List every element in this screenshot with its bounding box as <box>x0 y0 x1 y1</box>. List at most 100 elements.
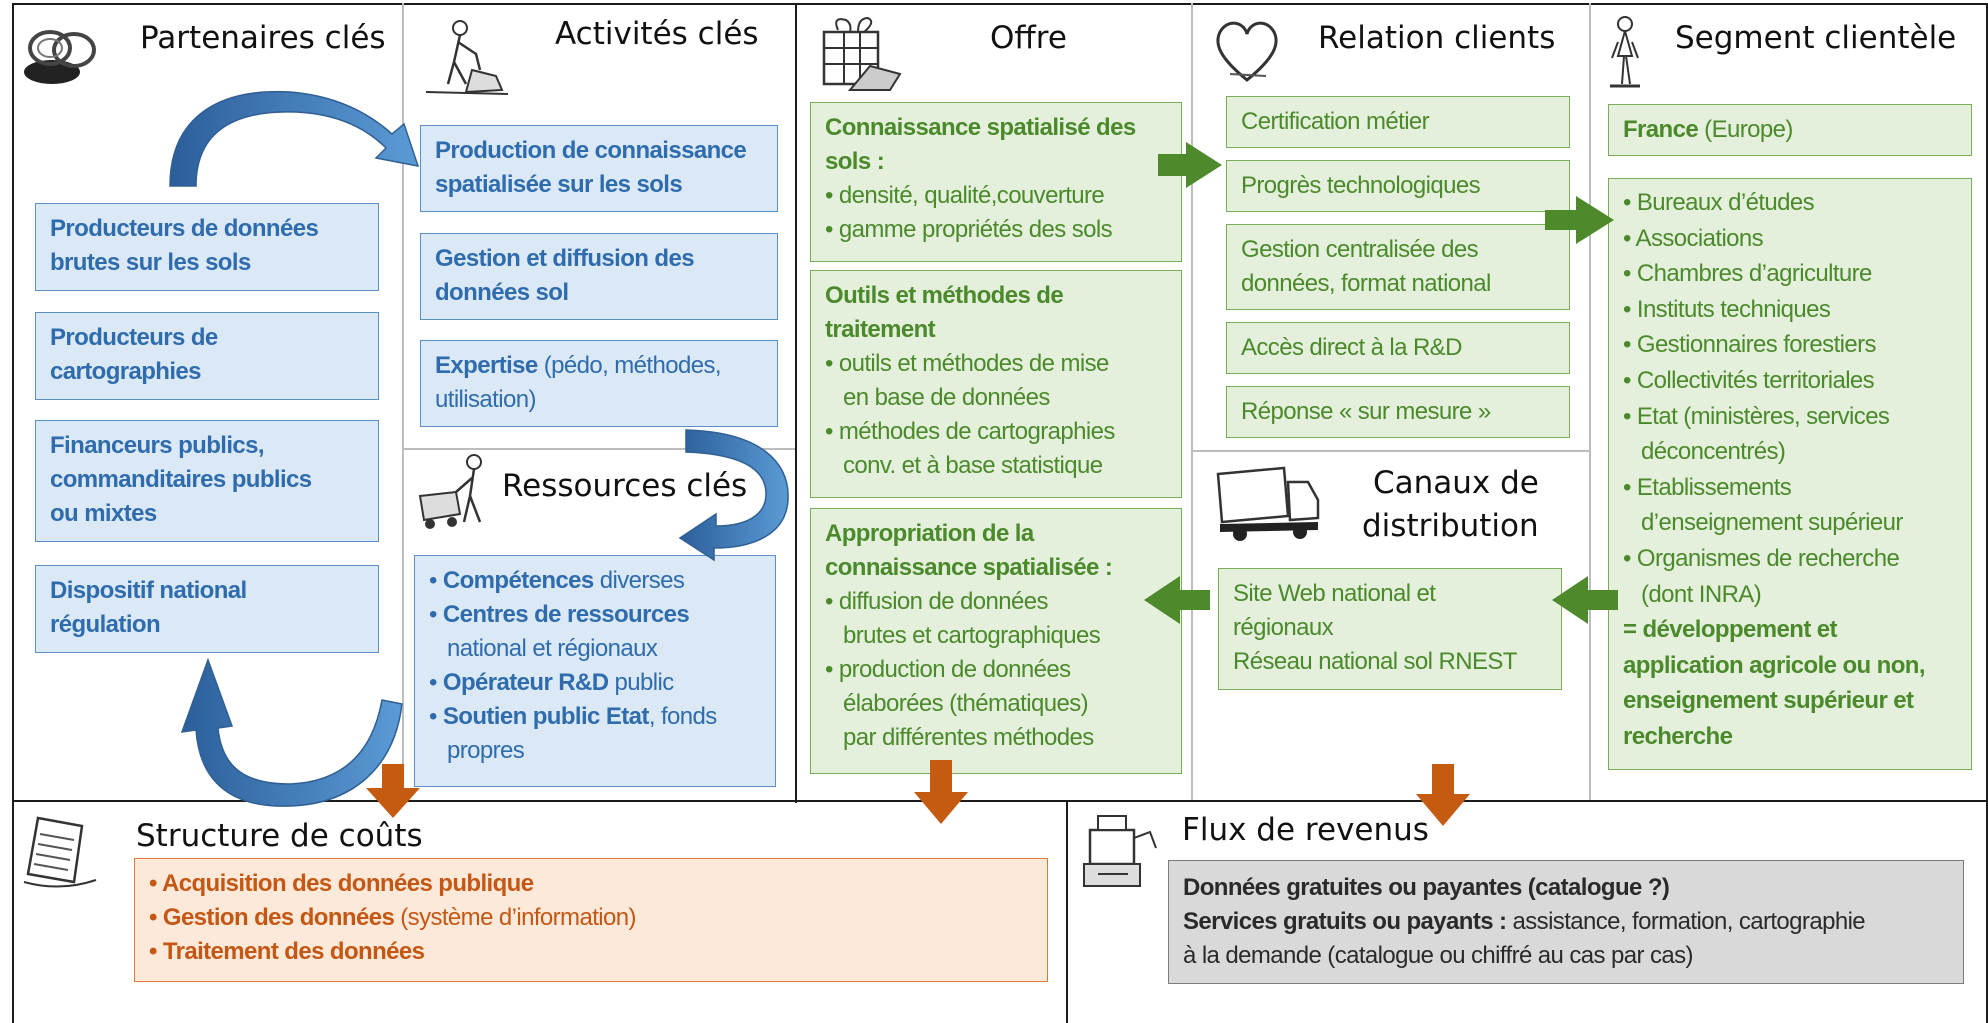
offer-box-outils: Outils et méthodes de traitement • outil… <box>810 270 1182 498</box>
partner-label: cartographies <box>50 358 202 385</box>
relation-label: données, format national <box>1241 270 1491 297</box>
green-arrow-relation-to-segment <box>1545 196 1614 244</box>
segment-item: • Chambres d’agriculture <box>1623 260 1872 288</box>
section-title-activites: Activités clés <box>555 16 759 52</box>
activity-label: Expertise <box>435 352 538 379</box>
partner-label: brutes sur les sols <box>50 249 251 276</box>
offer-box-connaissance: Connaissance spatialisé des sols : • den… <box>810 102 1182 262</box>
segment-item: • Etat (ministères, services <box>1623 402 1890 430</box>
segment-conclusion: = développement et <box>1623 616 1838 644</box>
relation-box-progres: Progrès technologiques <box>1226 160 1570 212</box>
relation-box-certification: Certification métier <box>1226 96 1570 148</box>
divider-costs-revenue <box>12 800 1988 802</box>
offer-bullet: • méthodes de cartographies <box>825 418 1115 445</box>
revenue-box: Données gratuites ou payantes (catalogue… <box>1168 860 1964 984</box>
channel-label: régionaux <box>1233 614 1334 641</box>
segment-item: • Collectivités territoriales <box>1623 366 1875 394</box>
section-title-segment: Segment clientèle <box>1675 20 1957 56</box>
offer-bullet: brutes et cartographiques <box>843 622 1101 649</box>
cash-register-icon <box>1083 815 1157 887</box>
segment-conclusion: recherche <box>1623 722 1733 750</box>
resources-box: • Compétences diverses • Centres de ress… <box>414 555 776 787</box>
green-arrow-canaux-to-offre <box>1144 576 1210 624</box>
segment-item: • Gestionnaires forestiers <box>1623 331 1877 359</box>
divider-segment <box>1589 3 1591 800</box>
partner-label: Financeurs publics, <box>50 432 265 459</box>
activity-label: utilisation) <box>435 386 536 413</box>
orange-arrow-resources-to-costs <box>366 764 420 818</box>
segment-box-clients: • Bureaux d’études • Associations • Cham… <box>1608 178 1972 770</box>
document-icon <box>23 816 97 888</box>
partner-box-producteurs-cartographies: Producteurs de cartographies <box>35 312 379 400</box>
offer-bullet: conv. et à base statistique <box>843 452 1103 479</box>
section-title-offre: Offre <box>990 20 1067 56</box>
segment-item: • Etablissements <box>1623 473 1792 501</box>
offer-title: Appropriation de la <box>825 520 1034 547</box>
activity-label: (pédo, méthodes, <box>537 352 722 379</box>
relation-box-acces: Accès direct à la R&D <box>1226 322 1570 374</box>
relation-label: Progrès technologiques <box>1241 172 1481 199</box>
offer-title: Connaissance spatialisé des <box>825 114 1136 141</box>
segment-box-france: France (Europe) <box>1608 104 1972 156</box>
worker-with-cart-icon <box>418 454 482 529</box>
offer-title: connaissance spatialisée : <box>825 554 1113 581</box>
truck-icon <box>1216 466 1320 541</box>
cost-item: • Traitement des données <box>149 938 425 965</box>
cost-item: • Acquisition des données publique <box>149 870 534 897</box>
resource-label: Soutien public Etat <box>442 703 650 730</box>
segment-item: • Associations <box>1623 224 1764 252</box>
divider-relation-canaux <box>1193 450 1589 452</box>
offer-bullet: en base de données <box>843 384 1050 411</box>
segment-item: • Instituts techniques <box>1623 295 1831 323</box>
segment-conclusion: enseignement supérieur et <box>1623 687 1914 715</box>
offer-bullet: • diffusion de données <box>825 588 1049 615</box>
chain-link-icon <box>24 30 96 84</box>
curved-arrow-partners-to-activities <box>169 90 420 187</box>
partner-label: Dispositif national <box>50 577 247 604</box>
relation-label: Certification métier <box>1241 108 1430 135</box>
offer-bullet: par différentes méthodes <box>843 724 1094 751</box>
segment-label: France <box>1623 116 1699 143</box>
divider-bottom-middle <box>1066 800 1068 1023</box>
activity-label: Gestion et diffusion des <box>435 245 695 272</box>
frame-left <box>12 3 14 1023</box>
partner-label: Producteurs de données <box>50 215 319 242</box>
resource-label: national et régionaux <box>447 635 658 662</box>
activity-box-gestion: Gestion et diffusion des données sol <box>420 233 778 320</box>
offer-title: sols : <box>825 148 885 175</box>
activity-label: données sol <box>435 279 569 306</box>
channel-label: Site Web national et <box>1233 580 1436 607</box>
cost-item: • Gestion des données <box>149 904 395 931</box>
activity-box-production: Production de connaissance spatialisée s… <box>420 125 778 212</box>
activity-box-expertise: Expertise (pédo, méthodes, utilisation) <box>420 340 778 427</box>
partner-label: ou mixtes <box>50 500 157 527</box>
resource-label: Centres de ressources <box>442 601 690 628</box>
section-title-partenaires: Partenaires clés <box>140 20 386 56</box>
segment-item: déconcentrés) <box>1641 438 1786 466</box>
activity-label: spatialisée sur les sols <box>435 171 683 198</box>
revenue-line: Données gratuites ou payantes (catalogue… <box>1183 874 1670 901</box>
revenue-line: à la demande (catalogue ou chiffré au ca… <box>1183 942 1693 969</box>
partner-box-dispositif: Dispositif national régulation <box>35 565 379 653</box>
curved-arrow-activities-to-resources <box>678 429 789 562</box>
relation-label: Réponse « sur mesure » <box>1241 398 1491 425</box>
offer-bullet: • densité, qualité,couverture <box>825 182 1105 209</box>
offer-bullet: élaborées (thématiques) <box>843 690 1089 717</box>
green-arrow-offre-to-relation <box>1158 142 1222 188</box>
green-arrow-segment-to-canaux <box>1552 576 1618 624</box>
offer-title: traitement <box>825 316 936 343</box>
segment-item: • Organismes de recherche <box>1623 544 1900 572</box>
partner-label: régulation <box>50 611 161 638</box>
offer-bullet: • production de données <box>825 656 1071 683</box>
segment-item: d’enseignement supérieur <box>1641 509 1903 537</box>
frame-right <box>1986 3 1988 1023</box>
resource-label: diverses <box>593 567 685 594</box>
gift-icon <box>822 16 902 91</box>
divider-offre-right <box>1191 3 1193 800</box>
resource-label: Compétences <box>442 567 594 594</box>
section-title-revenus: Flux de revenus <box>1182 812 1429 848</box>
partner-label: Producteurs de <box>50 324 218 351</box>
relation-label: Accès direct à la R&D <box>1241 334 1462 361</box>
cost-item: (système d’information) <box>394 904 636 931</box>
